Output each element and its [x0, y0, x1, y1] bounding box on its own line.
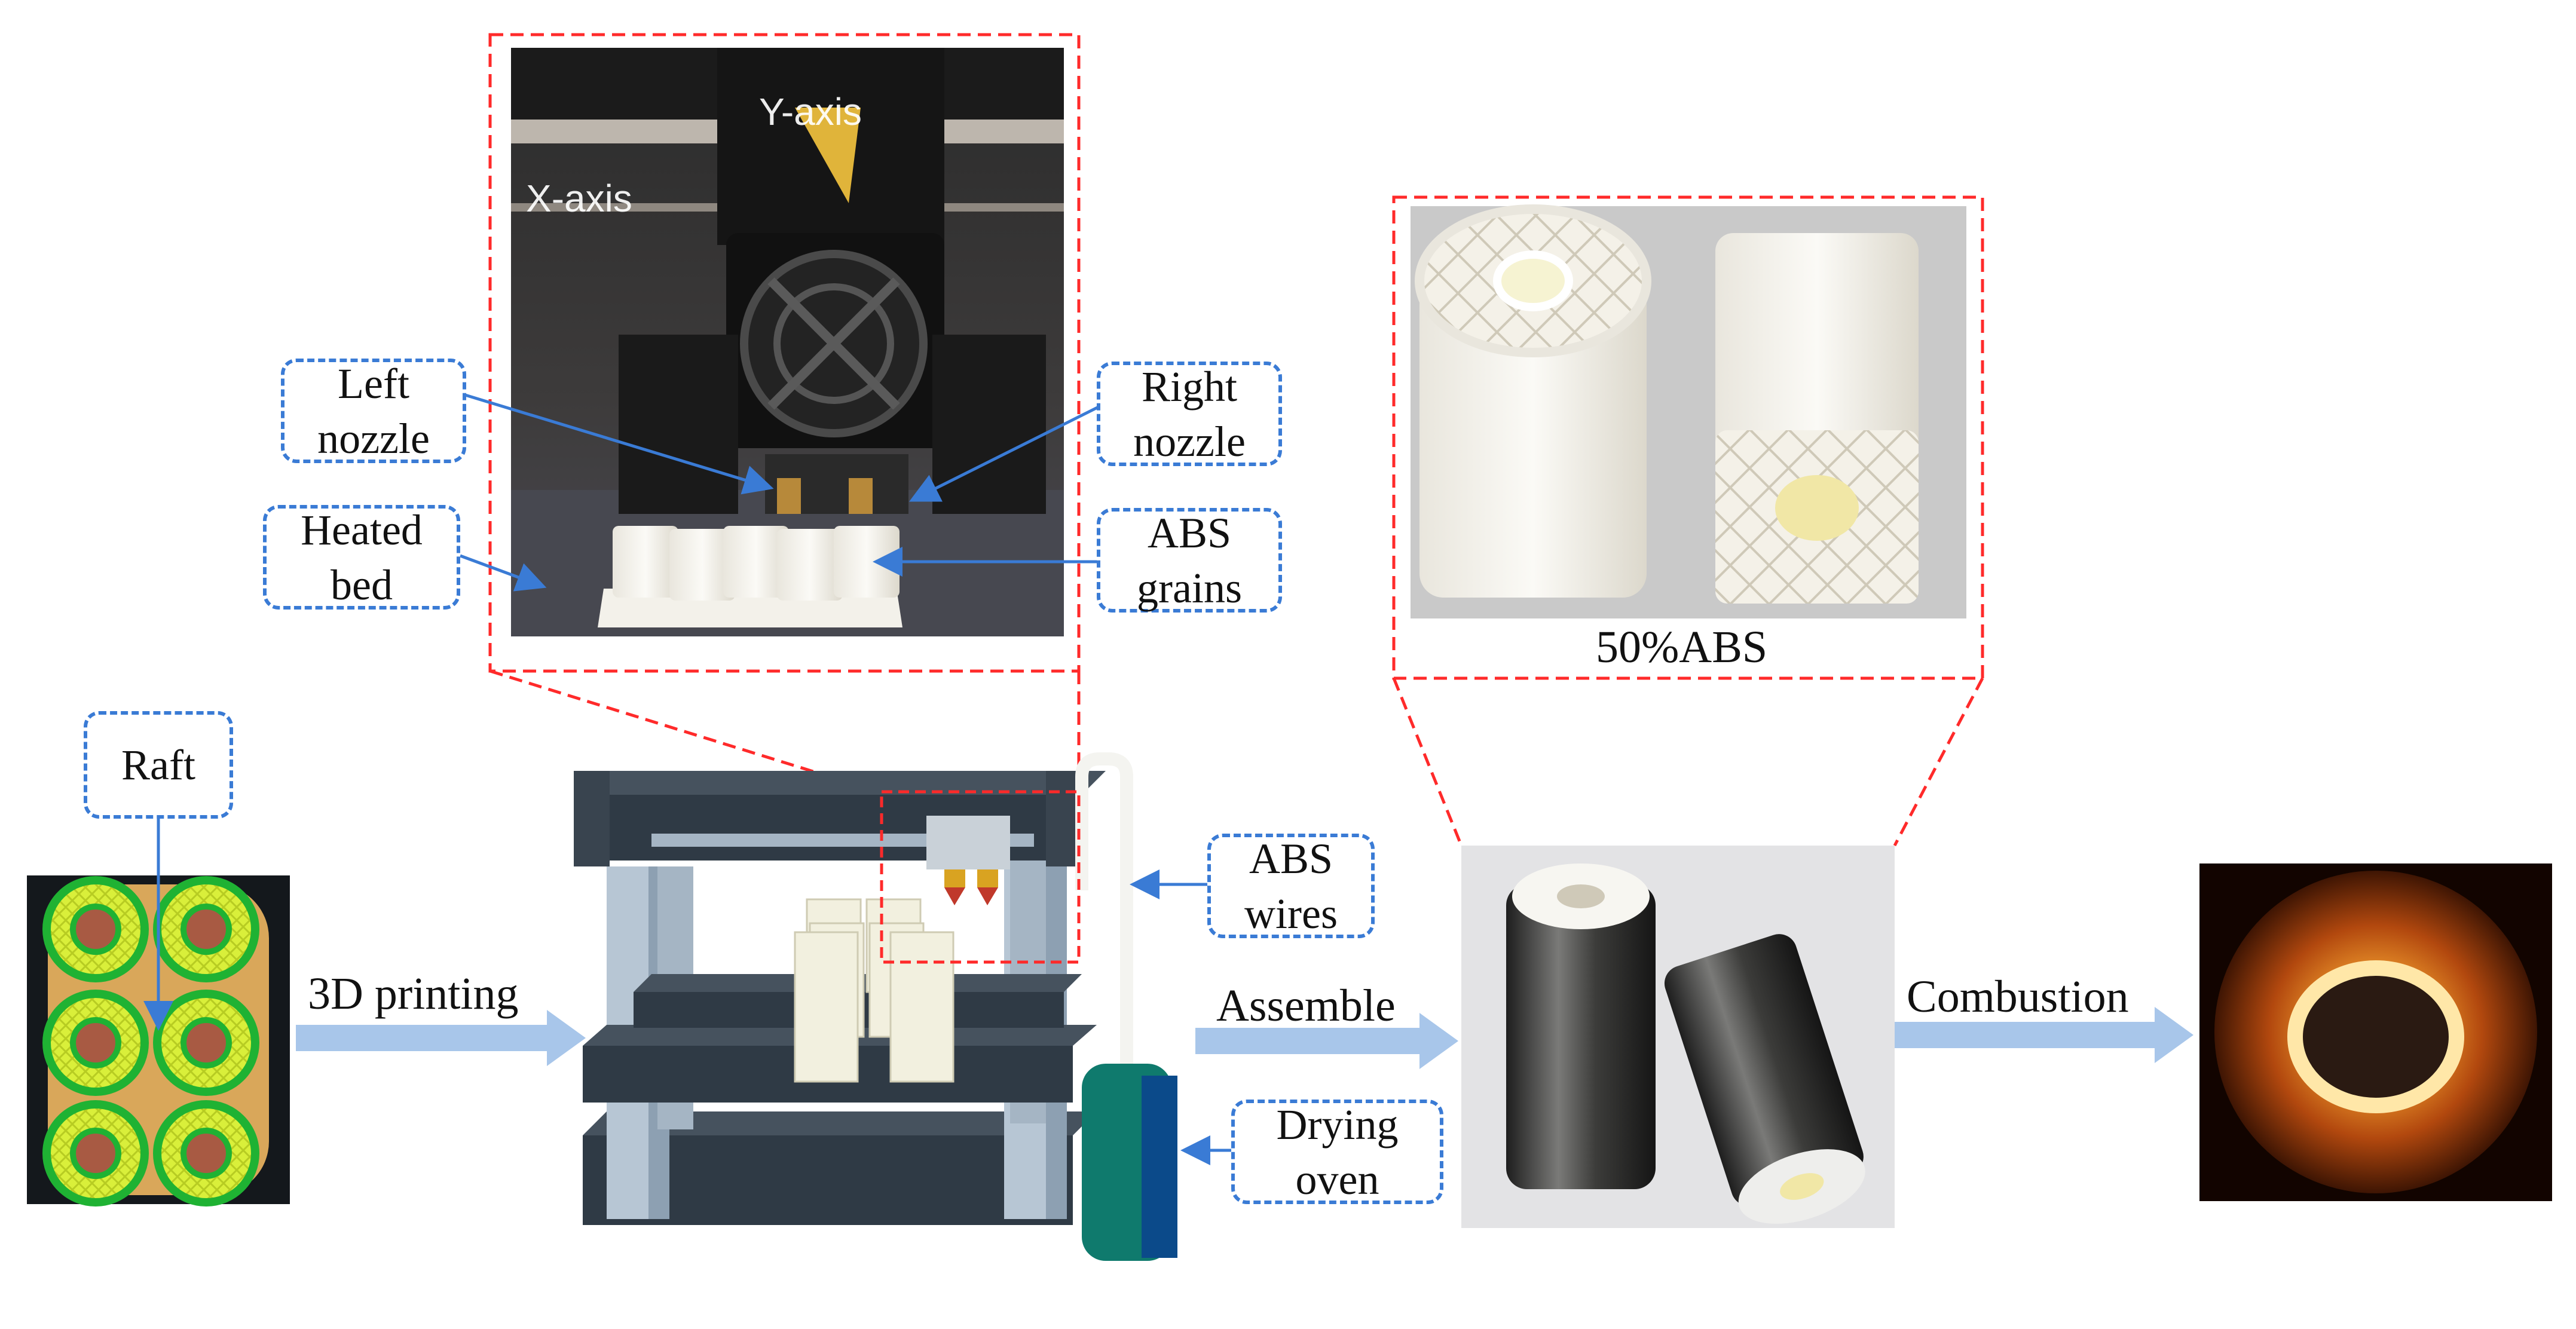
y-axis-label: Y-axis: [759, 90, 862, 133]
zoom-connectors: [489, 669, 1984, 847]
label-left-nozzle: Left nozzle: [281, 359, 466, 463]
printer-model: [574, 752, 1177, 1261]
zoom-box-printer: [488, 33, 1081, 673]
x-axis-label: X-axis: [526, 177, 632, 220]
label-abs-grains: ABS grains: [1097, 508, 1282, 613]
label-abs-wires: ABS wires: [1207, 834, 1375, 938]
arrow-3d-printing: [296, 1010, 586, 1066]
zoom-box-sample: [1392, 195, 1984, 680]
pointer-left-nozzle: [463, 393, 774, 495]
sample-photo: [1411, 204, 1966, 618]
label-raft: Raft: [84, 711, 233, 819]
step-3d-printing: 3D printing: [308, 969, 519, 1019]
pointer-lines: [143, 393, 1231, 1165]
label-heated-bed: Heated bed: [263, 505, 460, 610]
combustion-photo: [2199, 863, 2552, 1201]
step-assemble: Assemble: [1216, 981, 1396, 1031]
arrow-assemble: [1195, 1013, 1458, 1069]
label-right-nozzle: Right nozzle: [1097, 362, 1282, 466]
pointer-heated-bed: [460, 554, 547, 592]
label-drying-oven: Drying oven: [1231, 1100, 1443, 1204]
pointer-right-nozzle: [909, 399, 1113, 502]
process-arrows: [296, 1007, 2193, 1069]
printer-head-photo: [511, 48, 1064, 636]
step-combustion: Combustion: [1907, 972, 2129, 1022]
sample-caption: 50%ABS: [1596, 622, 1768, 672]
arrow-combustion: [1895, 1007, 2193, 1063]
assembled-grains-photo: [1461, 846, 1895, 1228]
